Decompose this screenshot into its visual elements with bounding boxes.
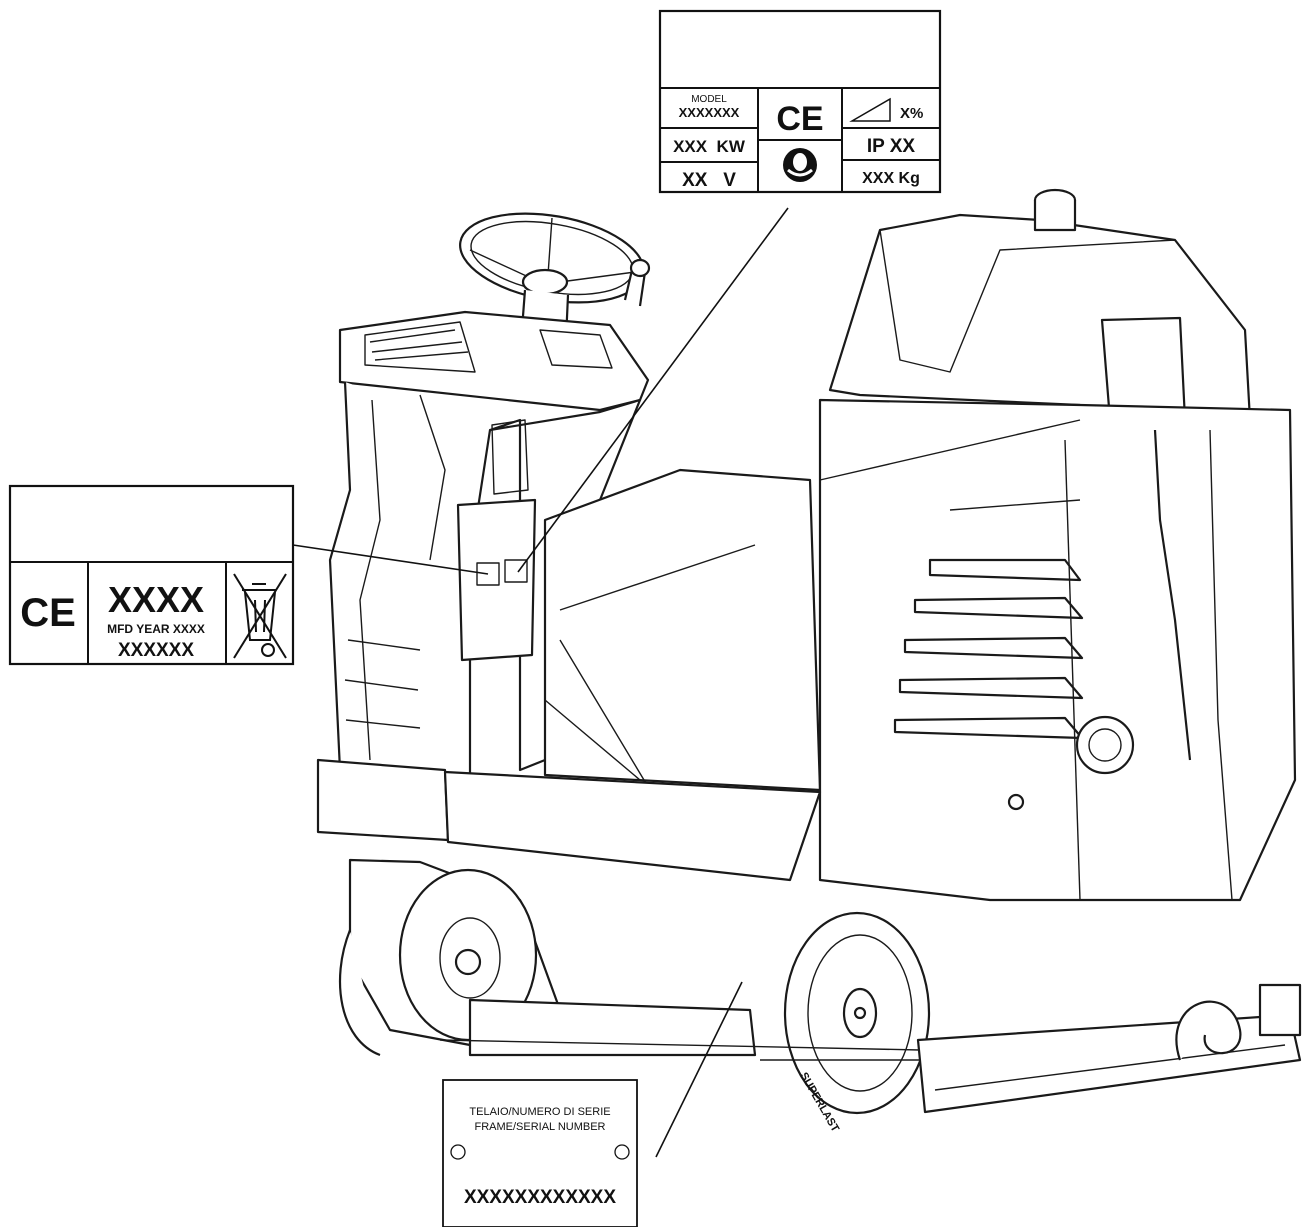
serial-plate-line1: TELAIO/NUMERO DI SERIE <box>469 1106 610 1118</box>
rear-wheel: SUPERLAST <box>783 911 931 1134</box>
plate-frame <box>8 484 295 666</box>
leader-line-top-plate <box>517 207 789 573</box>
leader-line-left-plate <box>292 544 489 575</box>
ce-plate-left: CE XXXX MFD YEAR XXXX XXXXXX <box>8 484 295 666</box>
rear-squeegee <box>916 983 1302 1114</box>
serial-plate-line2: FRAME/SERIAL NUMBER <box>474 1121 605 1133</box>
serial-plate-bottom: TELAIO/NUMERO DI SERIE FRAME/SERIAL NUMB… <box>442 1079 638 1227</box>
serial-number: XXXXXXXXXXXX <box>464 1187 616 1208</box>
power-rating: XXX KW <box>673 137 746 156</box>
scrubber-machine-illustration: SUPERLAST <box>316 188 1302 1134</box>
serial-short: XXXXXX <box>118 640 194 661</box>
main-chassis <box>818 398 1297 902</box>
ce-mark-left: CE <box>20 591 76 635</box>
ip-rating: IP XX <box>867 136 916 157</box>
year-code: XXXX <box>108 579 204 620</box>
leader-lines <box>292 207 789 1158</box>
slope-value: X% <box>900 105 923 122</box>
front-bumper <box>316 758 822 882</box>
slope-icon <box>849 97 891 122</box>
crossed-bin-icon <box>233 573 287 659</box>
rating-plate-top: MODEL XXXXXXX XXX KW XX V CE X% IP XX XX… <box>658 9 942 194</box>
front-column <box>328 381 642 782</box>
weight-rating: XXX Kg <box>862 170 920 187</box>
model-value: XXXXXXX <box>679 105 740 120</box>
brush-deck <box>338 858 757 1057</box>
mounting-hole-right <box>614 1144 630 1160</box>
leader-line-serial-plate <box>655 981 743 1158</box>
mfd-year: MFD YEAR XXXX <box>107 622 205 636</box>
ce-mark-top: CE <box>776 100 823 138</box>
plate-frame <box>442 1079 638 1227</box>
recovery-tank <box>828 188 1252 422</box>
voltage-rating: XX V <box>682 170 736 191</box>
mounting-hole-left <box>450 1144 466 1160</box>
side-body <box>543 468 822 792</box>
control-console <box>338 310 650 412</box>
ear-protection-icon <box>783 148 817 182</box>
model-caption: MODEL <box>691 94 727 105</box>
